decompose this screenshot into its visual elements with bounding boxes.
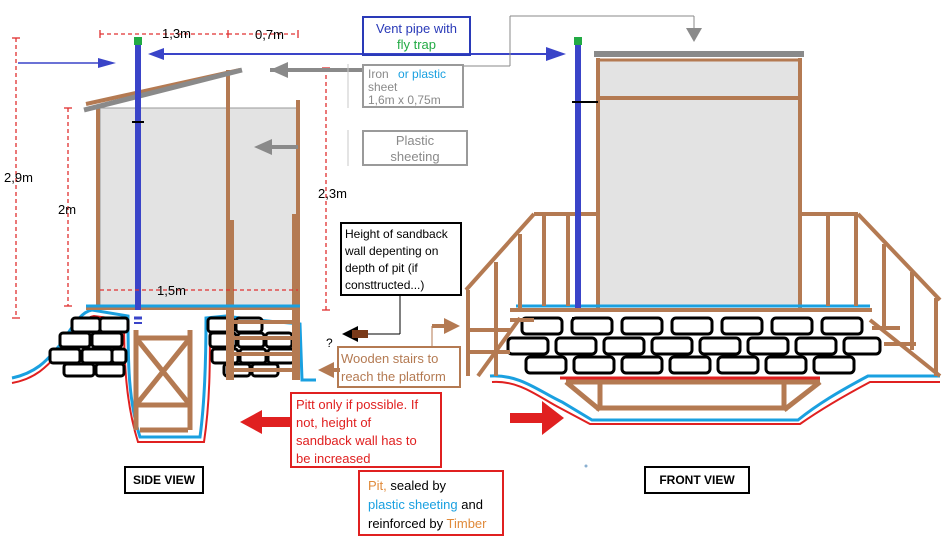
front-view-title: FRONT VIEW xyxy=(644,466,750,494)
side-fly-trap xyxy=(134,37,142,45)
iron-sheet-label: Iron or plastic sheet 1,6m x 0,75m xyxy=(362,64,464,108)
stairs-line2: reach the platform xyxy=(341,369,446,384)
front-view-drawing xyxy=(464,37,942,425)
pit-rest-1: sealed by xyxy=(386,478,447,493)
side-view-text: SIDE VIEW xyxy=(132,473,195,487)
plastic-sheeting-line1: Plastic xyxy=(395,133,435,148)
side-sandbag-wall-left xyxy=(48,316,130,378)
dim-total-height: 2,9m xyxy=(4,170,33,185)
plastic-sheeting-line2: sheeting xyxy=(390,149,440,164)
sandbag-line-3: depth of pit (if xyxy=(345,261,418,275)
front-fly-trap xyxy=(574,37,582,45)
iron-sheet-word: sheet xyxy=(368,80,398,94)
artifact-dot xyxy=(584,464,588,468)
front-ground-plastic-line xyxy=(489,374,940,422)
iron-sheet-size: 1,6m x 0,75m xyxy=(368,93,441,107)
pit-row-2: plastic sheeting and xyxy=(368,495,502,514)
sandbag-line-1: Height of sandback xyxy=(345,227,448,241)
vent-arrows xyxy=(148,47,566,61)
pit-sealed-label: Pit, sealed by plastic sheeting and rein… xyxy=(358,470,504,536)
front-stairs-right xyxy=(800,212,942,378)
sandbag-line-4: consttructed...) xyxy=(345,278,425,292)
side-view-drawing xyxy=(11,37,316,443)
pitt-line-2: not, height of xyxy=(296,415,372,430)
sandbag-line-2: wall depenting on xyxy=(345,244,439,258)
front-ground-pit-line xyxy=(491,380,940,425)
pit-arrows xyxy=(240,401,564,435)
front-timber-frame xyxy=(510,58,872,312)
pit-timber: Timber xyxy=(446,516,487,531)
front-vent-gap xyxy=(596,58,802,100)
side-pit-timber xyxy=(133,330,193,433)
vent-pipe-label-line2: fly trap xyxy=(396,37,436,52)
front-plastic-sheeting xyxy=(597,97,801,307)
side-view-title: SIDE VIEW xyxy=(124,466,204,494)
side-sandbag-wall-right xyxy=(206,316,296,378)
dim-front-height: 2,3m xyxy=(318,186,347,201)
front-view-text: FRONT VIEW xyxy=(659,473,735,487)
side-total-height-arrowhead xyxy=(98,58,116,68)
side-plastic-sheeting xyxy=(99,107,299,307)
dim-overhang: 0,7m xyxy=(255,27,284,42)
wooden-stairs-label: Wooden stairs to reach the platform xyxy=(337,346,461,388)
pitt-condition-label: Pitt only if possible. If not, height of… xyxy=(290,392,442,468)
pit-row-3: reinforced by Timber xyxy=(368,514,502,533)
side-roof-iron-sheet xyxy=(83,67,243,113)
dim-question-mark: ? xyxy=(326,336,333,350)
pit-word: Pit, xyxy=(368,478,387,493)
pitt-line-4: be increased xyxy=(296,451,371,466)
vent-pipe-label: Vent pipe with fly trap xyxy=(362,16,471,56)
pit-plastic: plastic sheeting xyxy=(368,497,458,512)
iron-word: Iron xyxy=(368,67,389,81)
dim-base-width: 1,5m xyxy=(157,283,186,298)
pit-row-1: Pit, sealed by xyxy=(368,476,502,495)
side-dimensions xyxy=(12,30,330,319)
pitt-line-1: Pitt only if possible. If xyxy=(296,397,419,412)
front-stairs-left xyxy=(464,212,598,378)
sandbag-height-label: Height of sandback wall depenting on dep… xyxy=(340,222,462,296)
plastic-sheeting-label: Plastic sheeting xyxy=(362,130,468,166)
dim-top-width: 1,3m xyxy=(162,26,191,41)
stairs-line1: Wooden stairs to xyxy=(341,351,439,366)
vent-pipe-label-line1: Vent pipe with xyxy=(376,21,457,36)
pit-reinforced: reinforced by xyxy=(368,516,447,531)
front-sandbag-wall xyxy=(506,316,882,375)
iron-or-plastic: or plastic xyxy=(398,67,447,81)
dim-wall-height: 2m xyxy=(58,202,76,217)
iron-sheet-label-row1: Iron or plastic xyxy=(368,68,462,81)
front-pit-timber xyxy=(564,379,822,412)
pitt-line-3: sandback wall has to xyxy=(296,433,417,448)
pit-and: and xyxy=(457,497,483,512)
